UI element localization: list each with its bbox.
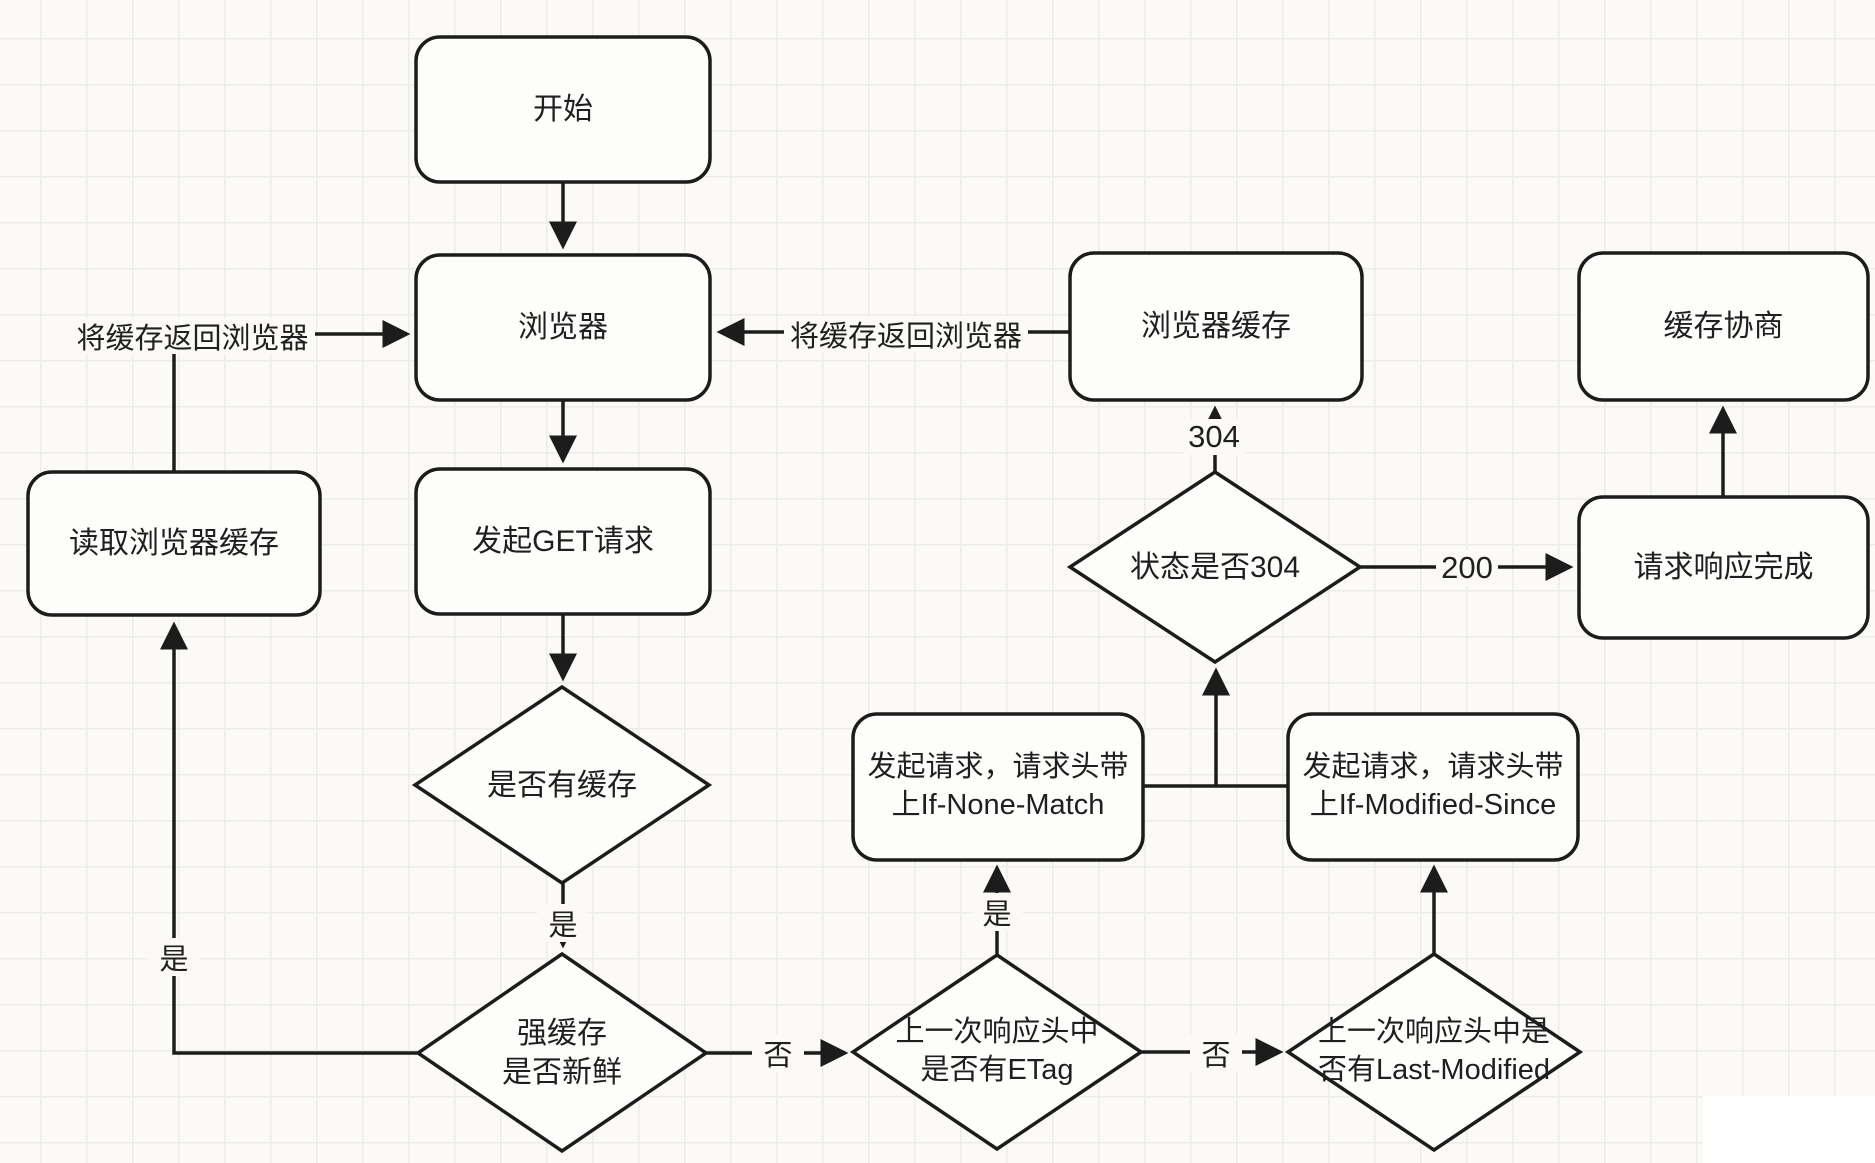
edge-label-200: 200 xyxy=(1436,550,1498,586)
edge-strong-cache-yes-to-read-cache xyxy=(160,621,418,1055)
node-strong-cache-fresh-shape xyxy=(414,951,710,1154)
node-start-label: 开始 xyxy=(533,93,593,126)
node-strong-cache-fresh-label: 强缓存 是否新鲜 xyxy=(502,1016,622,1089)
edge-label-return-cache-left: 将缓存返回浏览器 xyxy=(70,318,315,355)
watermark-cover xyxy=(1703,1096,1875,1163)
node-if-none-match-label: 发起请求，请求头带 上If-None-Match xyxy=(867,751,1129,821)
node-start-shape xyxy=(414,35,712,184)
node-response-done-label: 请求响应完成 xyxy=(1633,551,1814,584)
node-get-request-label: 发起GET请求 xyxy=(472,525,654,558)
edge-label-return-cache-mid: 将缓存返回浏览器 xyxy=(784,316,1028,353)
node-status-304-shape xyxy=(1066,469,1364,665)
node-read-browser-cache-label: 读取浏览器缓存 xyxy=(69,527,279,560)
node-has-etag-label: 上一次响应头中 是否有ETag xyxy=(895,1016,1099,1086)
node-read-browser-cache-shape xyxy=(26,470,322,617)
node-has-etag-shape xyxy=(849,952,1145,1152)
edge-label-no-after-etag: 否 xyxy=(1190,1034,1242,1072)
node-cache-negotiation-label: 缓存协商 xyxy=(1663,310,1784,343)
node-if-none-match-shape xyxy=(851,712,1145,862)
edge-label-yes-left: 是 xyxy=(148,938,200,976)
edge-label-yes-etag: 是 xyxy=(971,893,1023,931)
node-browser-cache-label: 浏览器缓存 xyxy=(1141,310,1291,343)
node-if-modified-since-shape xyxy=(1286,712,1580,862)
node-if-modified-since-label: 发起请求，请求头带 上If-Modified-Since xyxy=(1302,751,1564,821)
node-status-304-label: 状态是否304 xyxy=(1129,550,1301,584)
node-has-cache-label: 是否有缓存 xyxy=(487,768,637,802)
node-has-last-modified-shape xyxy=(1284,951,1584,1153)
edge-label-304: 304 xyxy=(1183,419,1245,455)
node-browser-label: 浏览器 xyxy=(518,311,608,344)
edge-label-no-after-strong-cache: 否 xyxy=(752,1034,804,1072)
node-has-last-modified-label: 上一次响应头中是 否有Last-Modified xyxy=(1317,1016,1551,1086)
node-get-request-shape xyxy=(414,467,712,616)
node-cache-negotiation-shape xyxy=(1577,251,1870,402)
edge-label-yes-center: 是 xyxy=(537,904,589,942)
node-response-done-shape xyxy=(1577,495,1870,640)
node-browser-shape xyxy=(414,253,712,402)
node-has-cache-shape xyxy=(411,684,713,886)
node-browser-cache-shape xyxy=(1068,251,1364,402)
